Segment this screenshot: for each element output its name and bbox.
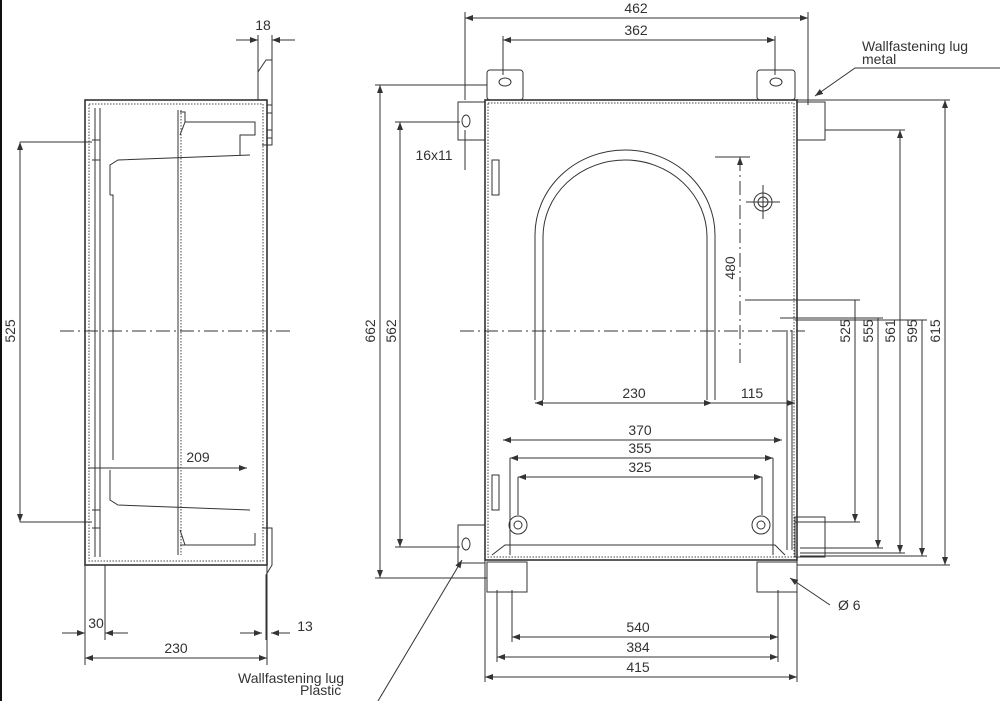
dim-diameter-6: Ø 6: [838, 597, 861, 613]
screw-top: [746, 185, 780, 219]
lug-top-right: [756, 69, 796, 101]
dim-462: 462: [624, 0, 648, 16]
callout-metal-line2: metal: [862, 51, 896, 67]
dim-18: 18: [255, 17, 271, 33]
dim-362: 362: [624, 22, 648, 38]
screw-bottom-left: [508, 515, 528, 535]
lug-metal-right: [794, 101, 826, 558]
lug-metal-bottom: [486, 561, 798, 593]
callout-metal-line1: Wallfastening lug: [862, 38, 968, 54]
dim-480: 480: [722, 256, 738, 280]
callout-plastic-line1: Wallfastening lug: [238, 670, 344, 686]
dim-115: 115: [741, 385, 764, 401]
dim-662: 662: [362, 319, 378, 343]
dim-230-front: 230: [622, 385, 646, 401]
side-view: 525 209 230 30 13 18: [2, 17, 313, 665]
dim-415: 415: [626, 659, 650, 675]
dim-540: 540: [626, 619, 650, 635]
dim-30: 30: [88, 615, 104, 631]
lug-left-plastic-top: [457, 101, 486, 141]
dim-525-front: 525: [837, 319, 853, 343]
dim-525-side: 525: [2, 319, 18, 343]
dim-13: 13: [297, 618, 313, 634]
dim-595: 595: [904, 319, 920, 343]
dim-355: 355: [628, 440, 652, 456]
dim-561: 561: [882, 319, 898, 343]
dim-209: 209: [186, 449, 210, 465]
dim-370: 370: [628, 422, 652, 438]
lug-top-left: [486, 69, 524, 101]
screw-bottom-right: [751, 515, 771, 535]
dim-325: 325: [628, 459, 652, 475]
left-border: [0, 0, 2, 701]
lug-left-plastic-bottom: [457, 524, 486, 564]
dim-615: 615: [927, 319, 943, 343]
dim-16x11: 16x11: [415, 147, 452, 163]
front-view: 462 362 662 562 16x11 480 230 115 370 35…: [238, 0, 1000, 701]
dim-384: 384: [626, 639, 650, 655]
dim-230-side: 230: [164, 640, 188, 656]
dim-562: 562: [383, 319, 399, 343]
callout-plastic-line2: Plastic: [300, 682, 341, 698]
dim-555: 555: [860, 319, 876, 343]
